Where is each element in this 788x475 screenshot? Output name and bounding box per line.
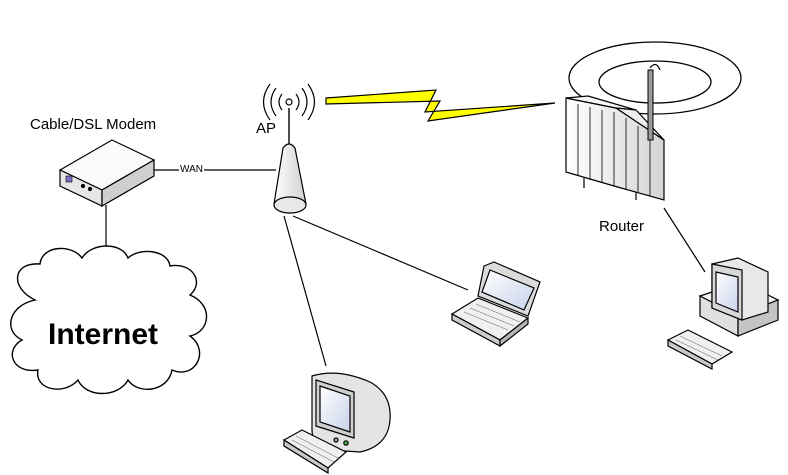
link-ap-desktop bbox=[284, 216, 326, 366]
wireless-link-lightning bbox=[326, 90, 555, 121]
access-point-label: AP bbox=[256, 120, 276, 137]
access-point-icon bbox=[264, 84, 315, 213]
desktop-computer-icon bbox=[668, 258, 778, 369]
internet-label: Internet bbox=[48, 318, 158, 352]
link-ap-laptop bbox=[293, 216, 468, 290]
link-router-desktop bbox=[664, 208, 705, 272]
modem-icon bbox=[60, 140, 154, 206]
modem-label: Cable/DSL Modem bbox=[30, 116, 156, 133]
router-label: Router bbox=[599, 218, 644, 235]
wan-label: WAN bbox=[179, 164, 204, 175]
desktop-computer-icon bbox=[284, 373, 390, 473]
laptop-icon bbox=[452, 262, 540, 346]
router-icon bbox=[566, 42, 741, 200]
connection-lines bbox=[106, 170, 705, 366]
